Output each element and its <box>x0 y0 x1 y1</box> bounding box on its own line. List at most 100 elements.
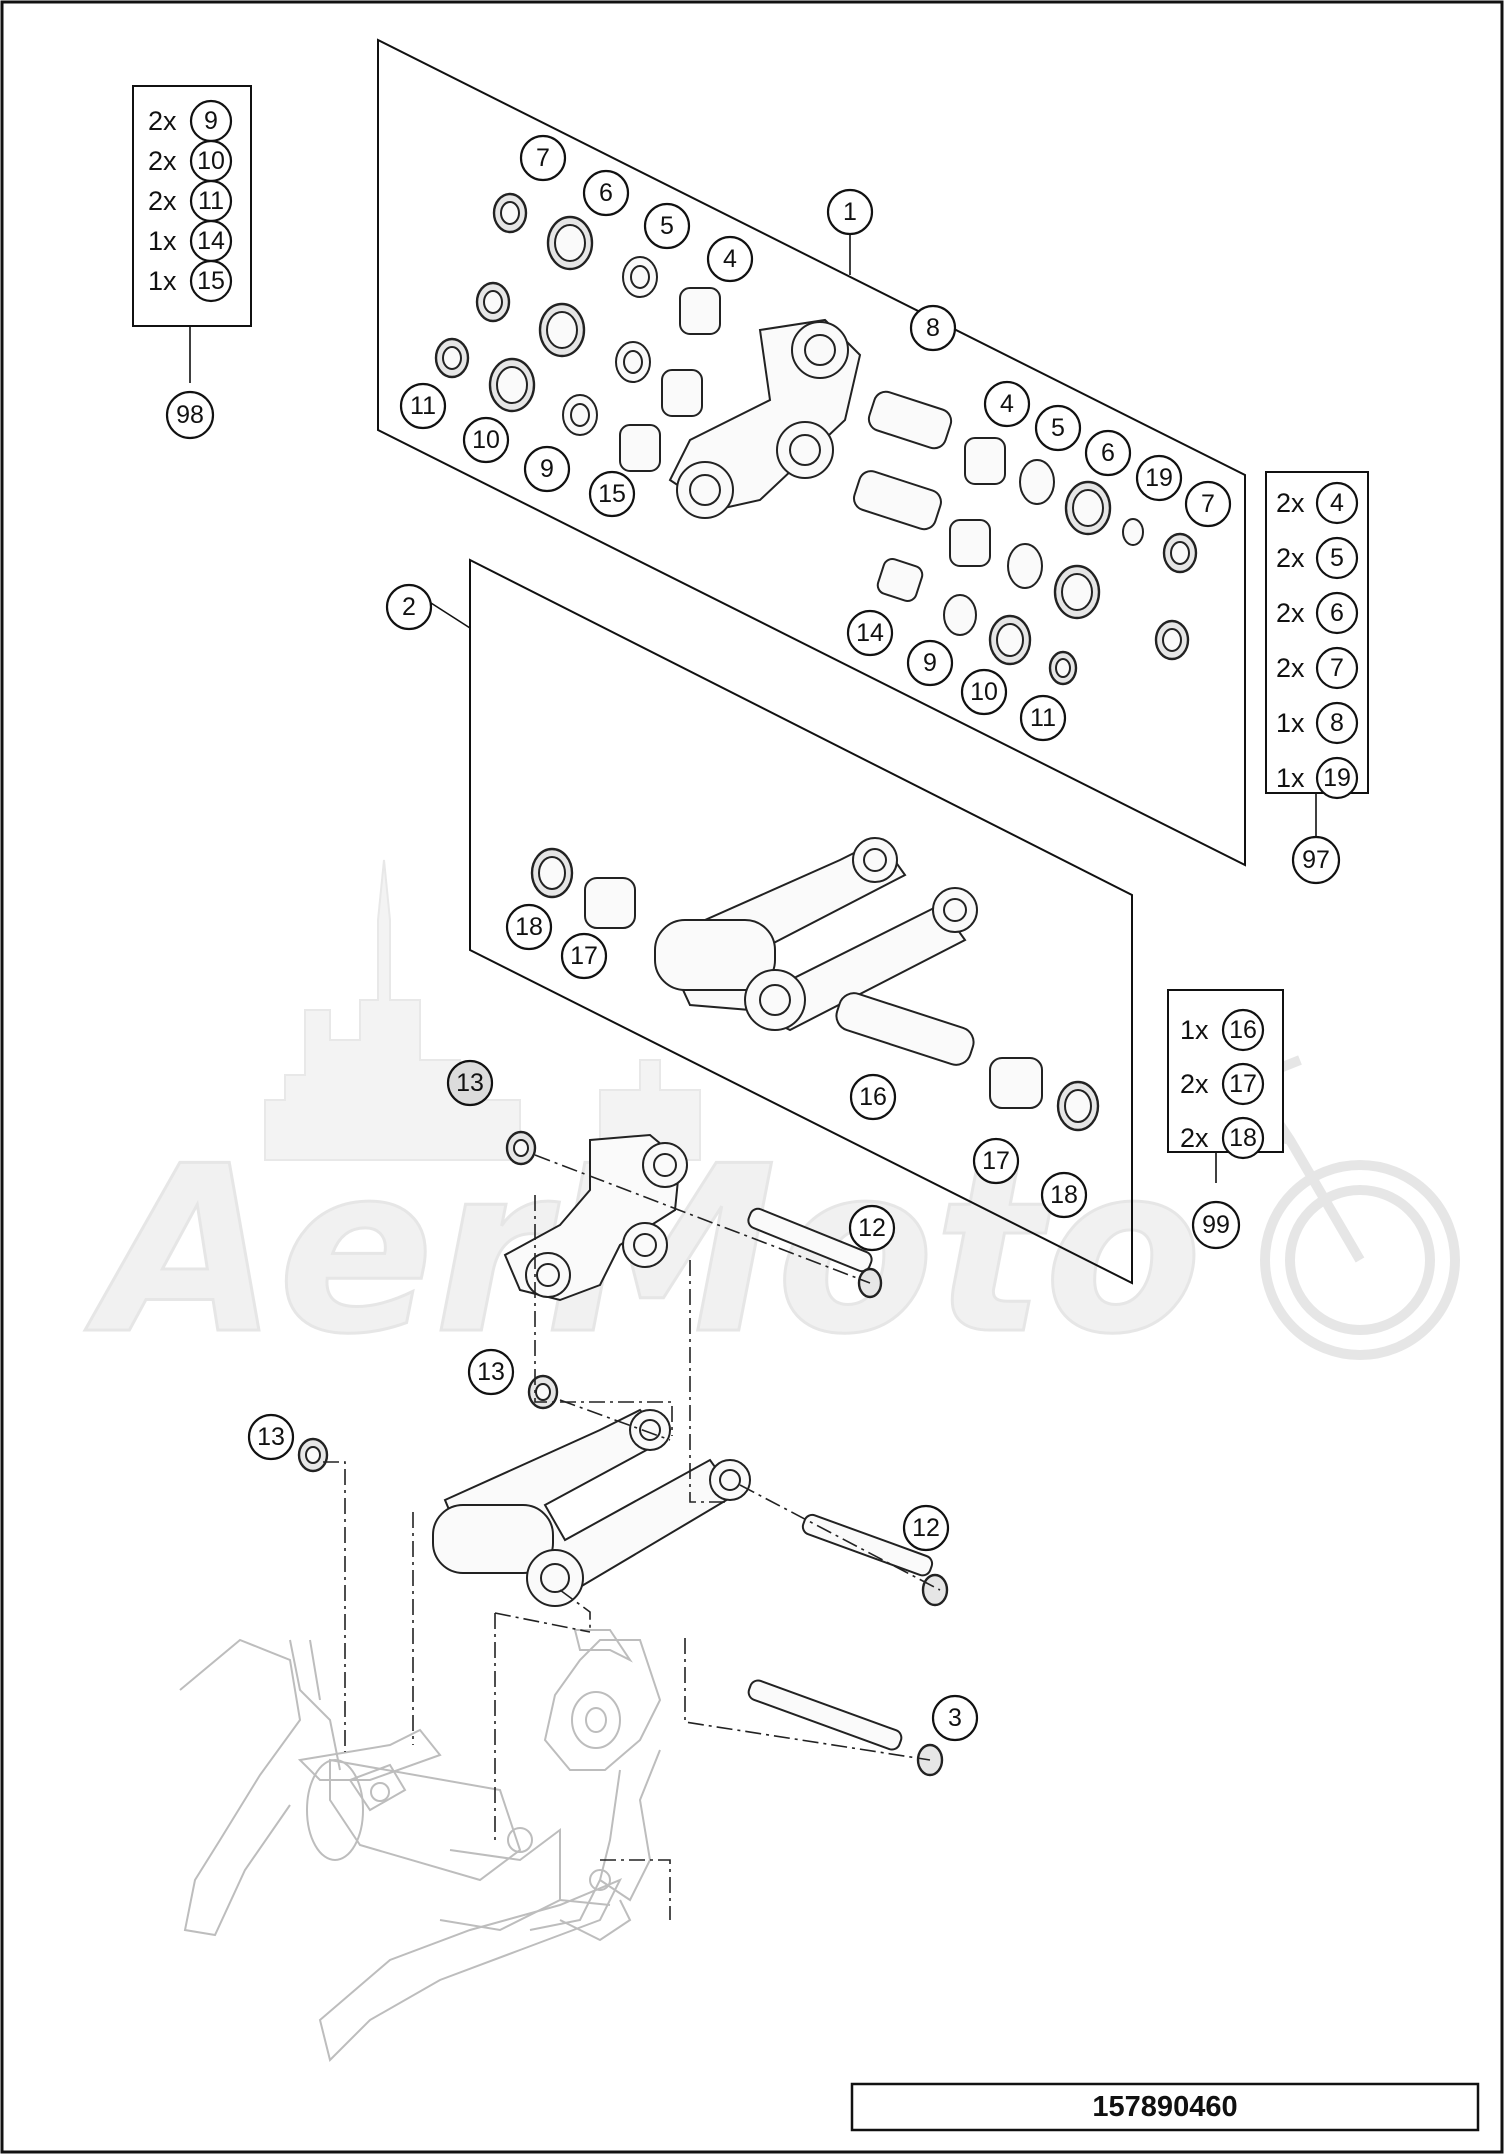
callout-9b: 9 <box>906 639 954 687</box>
svg-text:14: 14 <box>856 619 884 647</box>
kit-part-callout: 10 <box>189 139 233 183</box>
svg-text:99: 99 <box>1202 1211 1230 1239</box>
kit-qty: 2x <box>1276 488 1305 518</box>
alignment-line-1 <box>534 1154 871 1284</box>
svg-text:13: 13 <box>456 1069 484 1097</box>
svg-text:11: 11 <box>1030 704 1056 732</box>
drawing-number-box: 157890460 <box>850 2082 1480 2132</box>
svg-text:17: 17 <box>982 1147 1010 1175</box>
callout-13b: 13 <box>467 1348 515 1396</box>
frame-outline <box>179 1629 662 2062</box>
kit-part-callout: 5 <box>1315 536 1359 580</box>
kit-row: 1x 8 <box>1276 701 1359 745</box>
callout-14: 14 <box>846 609 894 657</box>
svg-text:3: 3 <box>948 1704 962 1732</box>
svg-text:10: 10 <box>472 426 500 454</box>
kit-part-callout: 9 <box>189 99 233 143</box>
svg-text:98: 98 <box>176 401 204 429</box>
kit-qty: 1x <box>1180 1015 1209 1045</box>
kit-part-callout: 11 <box>189 179 233 223</box>
kit-qty: 1x <box>1276 708 1305 738</box>
svg-text:5: 5 <box>1330 544 1344 572</box>
svg-text:16: 16 <box>1229 1016 1257 1044</box>
svg-text:6: 6 <box>599 179 613 207</box>
kit-part-callout: 4 <box>1315 481 1359 525</box>
callouts: 1 2 3 4 4 5 5 6 6 7 7 8 9 9 10 10 11 11 … <box>247 134 1232 1742</box>
kit-part-callout: 19 <box>1315 756 1359 800</box>
svg-text:19: 19 <box>1145 464 1173 492</box>
callout-16: 16 <box>849 1073 897 1121</box>
svg-text:4: 4 <box>1000 390 1014 418</box>
kit-label-99: 99 <box>1191 1200 1241 1250</box>
kit-row: 1x 16 <box>1180 1008 1265 1052</box>
kit-qty: 1x <box>148 266 177 296</box>
callout-13c: 13 <box>247 1413 295 1461</box>
callout-9a: 9 <box>523 445 571 493</box>
svg-text:7: 7 <box>1201 490 1215 518</box>
svg-text:6: 6 <box>1330 599 1344 627</box>
kit-part-callout: 16 <box>1221 1008 1265 1052</box>
drawing-number: 157890460 <box>1092 2091 1237 2123</box>
svg-text:8: 8 <box>926 314 940 342</box>
panel-2-parts <box>530 837 1100 1132</box>
kit-row: 2x 18 <box>1180 1116 1265 1160</box>
svg-text:18: 18 <box>515 913 543 941</box>
kit-row: 1x 19 <box>1276 756 1359 800</box>
callout-6a: 6 <box>582 169 630 217</box>
callout-13a: 13 <box>446 1059 494 1107</box>
callout-17a: 17 <box>560 932 608 980</box>
svg-text:12: 12 <box>912 1514 940 1542</box>
callout-5b: 5 <box>1034 404 1082 452</box>
callout-11b: 11 <box>1019 694 1067 742</box>
svg-text:8: 8 <box>1330 709 1344 737</box>
svg-text:10: 10 <box>970 678 998 706</box>
callout-7a: 7 <box>519 134 567 182</box>
callout-15: 15 <box>588 470 636 518</box>
svg-text:17: 17 <box>1229 1070 1257 1098</box>
svg-text:18: 18 <box>1229 1124 1257 1152</box>
svg-text:16: 16 <box>859 1083 887 1111</box>
svg-text:14: 14 <box>197 227 225 255</box>
svg-text:11: 11 <box>198 187 224 215</box>
svg-text:4: 4 <box>1330 489 1344 517</box>
callout-17b: 17 <box>972 1137 1020 1185</box>
callout-8: 8 <box>909 304 957 352</box>
svg-text:6: 6 <box>1101 439 1115 467</box>
kit-box-99: 1x 16 2x 17 2x 18 <box>1167 989 1284 1160</box>
svg-text:10: 10 <box>197 147 225 175</box>
kit-row: 2x 10 <box>148 139 233 183</box>
svg-text:4: 4 <box>723 245 737 273</box>
kit-qty: 1x <box>1276 763 1305 793</box>
svg-text:13: 13 <box>477 1358 505 1386</box>
kit-qty: 2x <box>1180 1069 1209 1099</box>
alignment-line-3 <box>689 1260 730 1503</box>
leader-lines <box>189 233 1317 1183</box>
svg-text:15: 15 <box>197 267 225 295</box>
kit-qty: 2x <box>148 146 177 176</box>
alignment-line-5 <box>739 1484 941 1591</box>
alignment-line-4 <box>559 1399 671 1441</box>
kit-qty: 2x <box>1180 1123 1209 1153</box>
callout-18b: 18 <box>1040 1171 1088 1219</box>
svg-text:9: 9 <box>923 649 937 677</box>
svg-text:17: 17 <box>570 942 598 970</box>
callout-4a: 4 <box>706 235 754 283</box>
svg-text:18: 18 <box>1050 1181 1078 1209</box>
kit-row: 2x 17 <box>1180 1062 1265 1106</box>
svg-text:13: 13 <box>257 1423 285 1451</box>
exploded-assembly <box>179 1130 949 2062</box>
kit-qty: 2x <box>1276 653 1305 683</box>
svg-text:97: 97 <box>1302 846 1330 874</box>
callout-2: 2 <box>385 583 433 631</box>
alignment-line-9 <box>494 1612 591 1633</box>
svg-text:19: 19 <box>1323 764 1351 792</box>
alignment-line-2 <box>534 1195 673 1436</box>
svg-text:11: 11 <box>410 392 436 420</box>
